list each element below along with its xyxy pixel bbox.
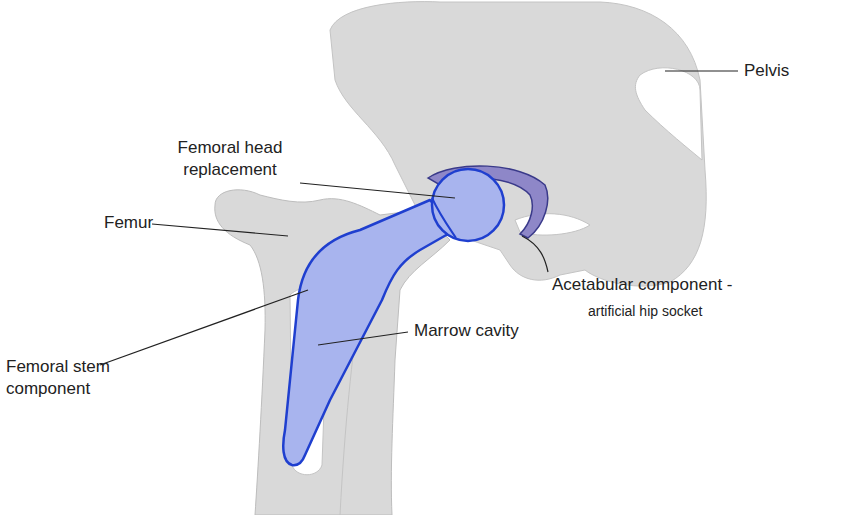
part-label: Acetabular component - <box>552 274 852 296</box>
part-label: Femoral head replacement <box>130 137 330 181</box>
leader-line <box>665 70 738 71</box>
obturator-hole <box>635 68 702 160</box>
leader-line <box>152 224 288 236</box>
part-label: Femur <box>104 212 164 234</box>
leader-line <box>100 290 308 365</box>
part-label: Pelvis <box>744 60 854 82</box>
part-label: Femoral stem component <box>6 356 166 400</box>
part-label: artificial hip socket <box>588 300 848 322</box>
leader-line <box>300 183 455 198</box>
head-neck-seam <box>432 198 456 238</box>
leader-line <box>318 332 408 345</box>
leader-lines <box>100 71 738 365</box>
femoral-head <box>432 169 504 241</box>
leader-line <box>522 236 548 272</box>
part-label: Marrow cavity <box>414 320 614 342</box>
